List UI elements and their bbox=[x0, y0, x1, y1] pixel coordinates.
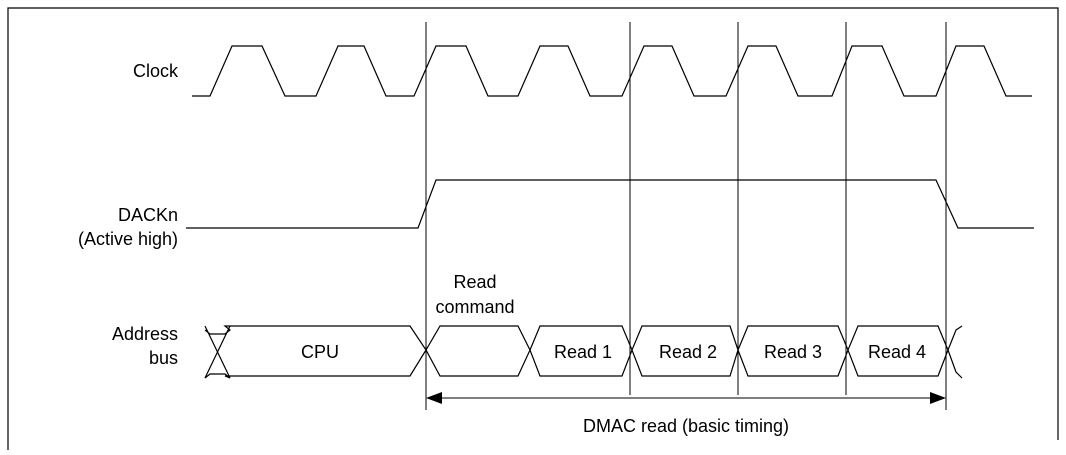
dmac-read-span-arrow bbox=[426, 392, 946, 404]
clock-label: Clock bbox=[133, 61, 179, 81]
address-label-line1: Address bbox=[112, 324, 178, 344]
read-command-line1: Read bbox=[453, 272, 496, 292]
guide-lines bbox=[425, 22, 947, 410]
address-label-line2: bus bbox=[149, 348, 178, 368]
address-segment-read-2: Read 2 bbox=[659, 342, 717, 362]
address-segment-read-1: Read 1 bbox=[554, 342, 612, 362]
address-segment-read-4: Read 4 bbox=[868, 342, 926, 362]
address-bus-waveform bbox=[204, 325, 963, 379]
address-segment-cpu: CPU bbox=[301, 342, 339, 362]
dack-label-line2: (Active high) bbox=[78, 229, 178, 249]
dack-waveform bbox=[186, 179, 1034, 229]
span-label: DMAC read (basic timing) bbox=[583, 416, 789, 436]
diagram-frame bbox=[7, 7, 1059, 450]
read-command-line2: command bbox=[435, 297, 514, 317]
span-arrowhead-right bbox=[930, 392, 946, 404]
dack-label-line1: DACKn bbox=[118, 205, 178, 225]
address-bus-bottom bbox=[204, 348, 963, 379]
clock-waveform bbox=[192, 45, 1032, 97]
address-bus-top bbox=[204, 325, 963, 352]
span-arrowhead-left bbox=[426, 392, 442, 404]
address-segment-read-3: Read 3 bbox=[764, 342, 822, 362]
address-bus-cross-1b bbox=[204, 325, 231, 379]
